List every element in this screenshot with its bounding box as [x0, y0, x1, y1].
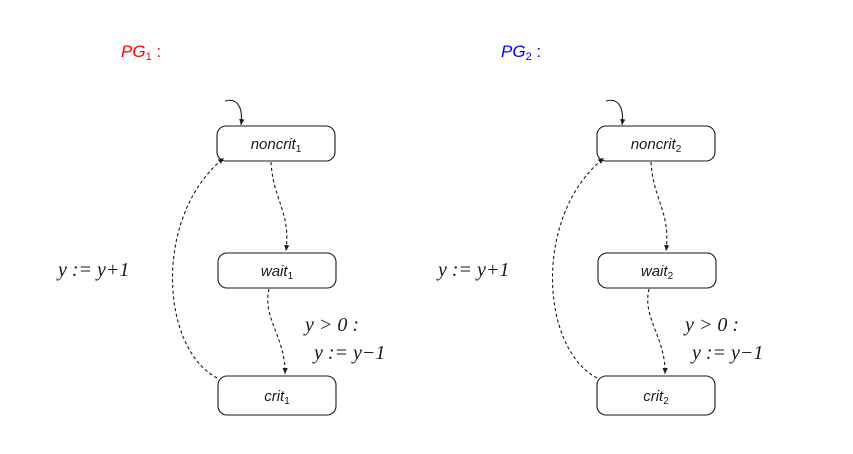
graph-title-suffix: :	[152, 42, 161, 61]
state-label: wait1	[261, 263, 294, 282]
state-wait: wait1	[217, 252, 337, 289]
graph-title-subscript: 2	[526, 51, 532, 63]
edge-label-guard: y > 0 :	[683, 314, 739, 336]
graph-title: PG2 :	[501, 42, 541, 63]
edge-label-guard: y > 0 :	[303, 314, 359, 336]
graph-title-base: PG	[121, 42, 146, 61]
edge-label-decrement: y := y−1	[312, 342, 385, 364]
state-noncrit: noncrit1	[216, 125, 336, 162]
graph-title: PG1 :	[121, 42, 161, 63]
state-label: noncrit2	[631, 136, 682, 155]
edge-wait-to-crit	[267, 288, 288, 375]
program-graph-1: PG1 : noncrit1 wait1 crit1 y :	[56, 42, 385, 416]
program-graph-2: PG2 : noncrit2 wait2 crit2 y :	[436, 42, 763, 416]
state-noncrit: noncrit2	[596, 125, 716, 162]
graph-title-subscript: 1	[146, 51, 152, 63]
state-label: noncrit1	[251, 136, 302, 155]
edge-label-decrement: y := y−1	[690, 342, 763, 364]
state-label: crit1	[264, 388, 290, 407]
edge-wait-to-crit	[647, 288, 668, 375]
graph-title-base: PG	[501, 42, 526, 61]
edge-crit-to-noncrit	[552, 157, 605, 379]
edge-noncrit-to-wait	[650, 161, 670, 252]
edge-noncrit-to-wait	[270, 161, 290, 252]
edge-crit-to-noncrit	[172, 157, 225, 379]
initial-state-arrow	[605, 99, 626, 126]
edge-label-increment: y := y+1	[56, 259, 129, 281]
state-crit: crit2	[596, 375, 716, 416]
state-crit: crit1	[217, 375, 337, 416]
graph-title-suffix: :	[532, 42, 541, 61]
initial-state-arrow	[224, 99, 245, 126]
state-label: wait2	[641, 263, 674, 282]
edge-label-increment: y := y+1	[436, 259, 509, 281]
state-label: crit2	[643, 388, 669, 407]
state-wait: wait2	[597, 252, 717, 289]
